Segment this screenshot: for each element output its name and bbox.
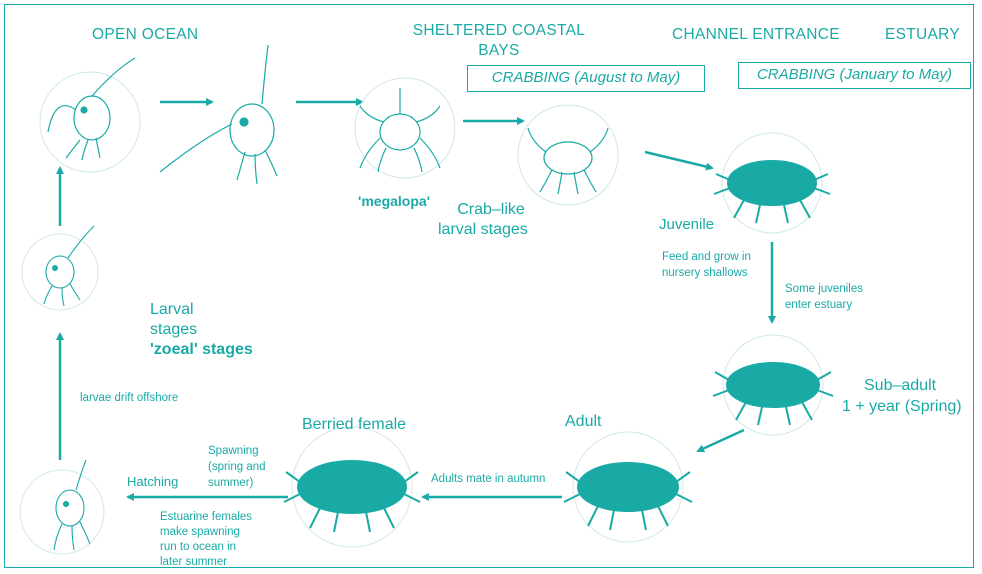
crab-icon <box>528 128 608 194</box>
note-enter-line2: enter estuary <box>785 298 852 314</box>
stage-crablike-line2: larval stages <box>438 220 528 239</box>
crabbing-bays-box: CRABBING (August to May) <box>467 65 705 92</box>
note-run-line3: run to ocean in <box>160 540 236 556</box>
zone-estuary: ESTUARY <box>885 26 960 45</box>
stage-larval-line1: Larval <box>150 300 194 319</box>
note-adults-mate: Adults mate in autumn <box>431 472 545 488</box>
megalopa-icon <box>360 88 440 172</box>
zoea-larva-icon <box>44 226 94 306</box>
stage-adult: Adult <box>565 412 601 431</box>
note-enter-line1: Some juveniles <box>785 282 863 298</box>
crab-icon <box>564 463 692 530</box>
stage-berried-female: Berried female <box>302 415 406 434</box>
zone-sheltered-line2: BAYS <box>404 42 594 61</box>
zone-open-ocean: OPEN OCEAN <box>92 26 198 45</box>
note-spawning-line2: (spring and <box>208 460 266 476</box>
note-feed-line2: nursery shallows <box>662 266 748 282</box>
arrow-icon <box>645 152 712 168</box>
crab-icon <box>713 363 833 425</box>
note-feed-line1: Feed and grow in <box>662 250 751 266</box>
zone-sheltered-line1: SHELTERED COASTAL <box>404 22 594 41</box>
note-run-line1: Estuarine females <box>160 510 252 526</box>
zoea-larva-icon <box>160 45 277 184</box>
note-spawning-line3: summer) <box>208 476 253 492</box>
arrow-icon <box>698 430 744 451</box>
stage-megalopa: 'megalopa' <box>358 193 430 210</box>
zoea-larva-icon <box>48 58 135 160</box>
crab-icon <box>714 161 830 223</box>
stage-larval-line2: stages <box>150 320 197 339</box>
crabbing-estuary-box: CRABBING (January to May) <box>738 62 971 89</box>
zone-channel-entrance: CHANNEL ENTRANCE <box>672 26 840 45</box>
note-larvae-drift: larvae drift offshore <box>80 391 178 407</box>
zoea-larva-icon <box>54 460 90 550</box>
stage-hatching: Hatching <box>127 474 178 490</box>
stage-crablike-line1: Crab–like <box>436 200 546 219</box>
note-run-line4: later summer <box>160 555 227 571</box>
stage-subadult-line2: 1 + year (Spring) <box>842 397 962 416</box>
stage-zoeal: 'zoeal' stages <box>150 340 253 359</box>
note-run-line2: make spawning <box>160 525 240 541</box>
stage-subadult-line1: Sub–adult <box>864 376 936 395</box>
crab-icon <box>284 461 420 532</box>
stage-juvenile: Juvenile <box>659 216 714 234</box>
note-spawning-line1: Spawning <box>208 444 259 460</box>
